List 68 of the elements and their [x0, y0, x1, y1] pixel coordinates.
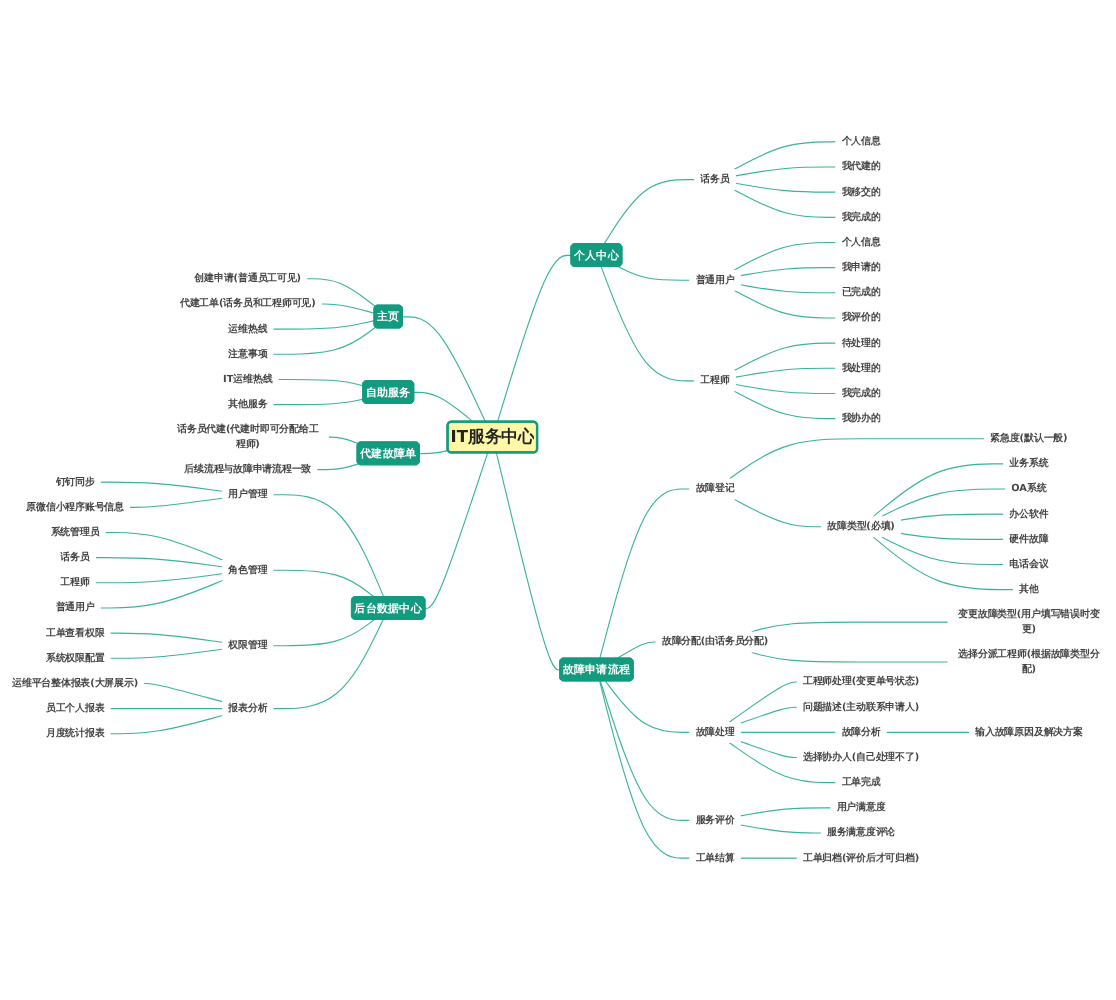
connector: [886, 731, 970, 733]
connector: [605, 680, 691, 733]
connector: [272, 619, 384, 710]
connector: [740, 740, 798, 759]
connector: [740, 267, 837, 277]
connector: [733, 498, 822, 528]
connector: [740, 807, 832, 817]
connector: [272, 569, 375, 598]
connector: [900, 532, 1004, 540]
connector: [272, 619, 375, 647]
connector: [95, 573, 223, 584]
connector: [735, 367, 837, 378]
connector: [740, 284, 837, 294]
connector: [733, 342, 837, 372]
connector: [600, 266, 695, 382]
connector: [599, 680, 691, 859]
connector: [143, 682, 223, 703]
connector: [272, 320, 375, 330]
connector: [735, 166, 837, 177]
connector: [733, 189, 837, 218]
connector: [328, 436, 359, 445]
connector: [104, 531, 224, 561]
connector: [496, 254, 572, 423]
connector: [881, 488, 1006, 517]
connector: [728, 438, 985, 480]
connector: [616, 641, 657, 659]
connector: [735, 182, 837, 193]
connector: [751, 651, 949, 663]
connector: [740, 824, 822, 834]
connector: [316, 463, 359, 471]
connector: [881, 536, 1004, 566]
connector: [733, 289, 837, 319]
connector: [728, 681, 798, 723]
connector: [109, 715, 223, 735]
connector: [735, 383, 837, 394]
connector: [900, 513, 1004, 521]
connector: [872, 463, 1004, 517]
connector: [872, 536, 1014, 591]
connector: [599, 680, 691, 821]
connector: [402, 316, 487, 423]
connector: [728, 742, 837, 784]
connector: [272, 398, 364, 406]
connector: [424, 452, 489, 609]
connector: [733, 390, 837, 420]
connector: [413, 391, 475, 423]
connector: [740, 706, 798, 724]
connector: [740, 857, 798, 859]
connector: [603, 179, 695, 245]
connector: [618, 266, 691, 281]
connector: [419, 449, 449, 455]
connector: [272, 494, 385, 598]
connector: [599, 488, 691, 659]
connector: [100, 481, 223, 492]
connector: [109, 708, 223, 710]
connector: [277, 378, 364, 387]
connector: [95, 557, 223, 568]
connector: [109, 648, 223, 659]
connector: [740, 731, 837, 733]
connector: [495, 452, 561, 671]
connector: [129, 497, 223, 508]
connector: [306, 278, 376, 308]
connector: [272, 326, 376, 355]
connector: [751, 621, 949, 633]
connector: [733, 241, 837, 271]
connector: [100, 580, 224, 609]
connector: [109, 632, 223, 643]
connector: [321, 303, 375, 314]
connector: [733, 141, 837, 170]
